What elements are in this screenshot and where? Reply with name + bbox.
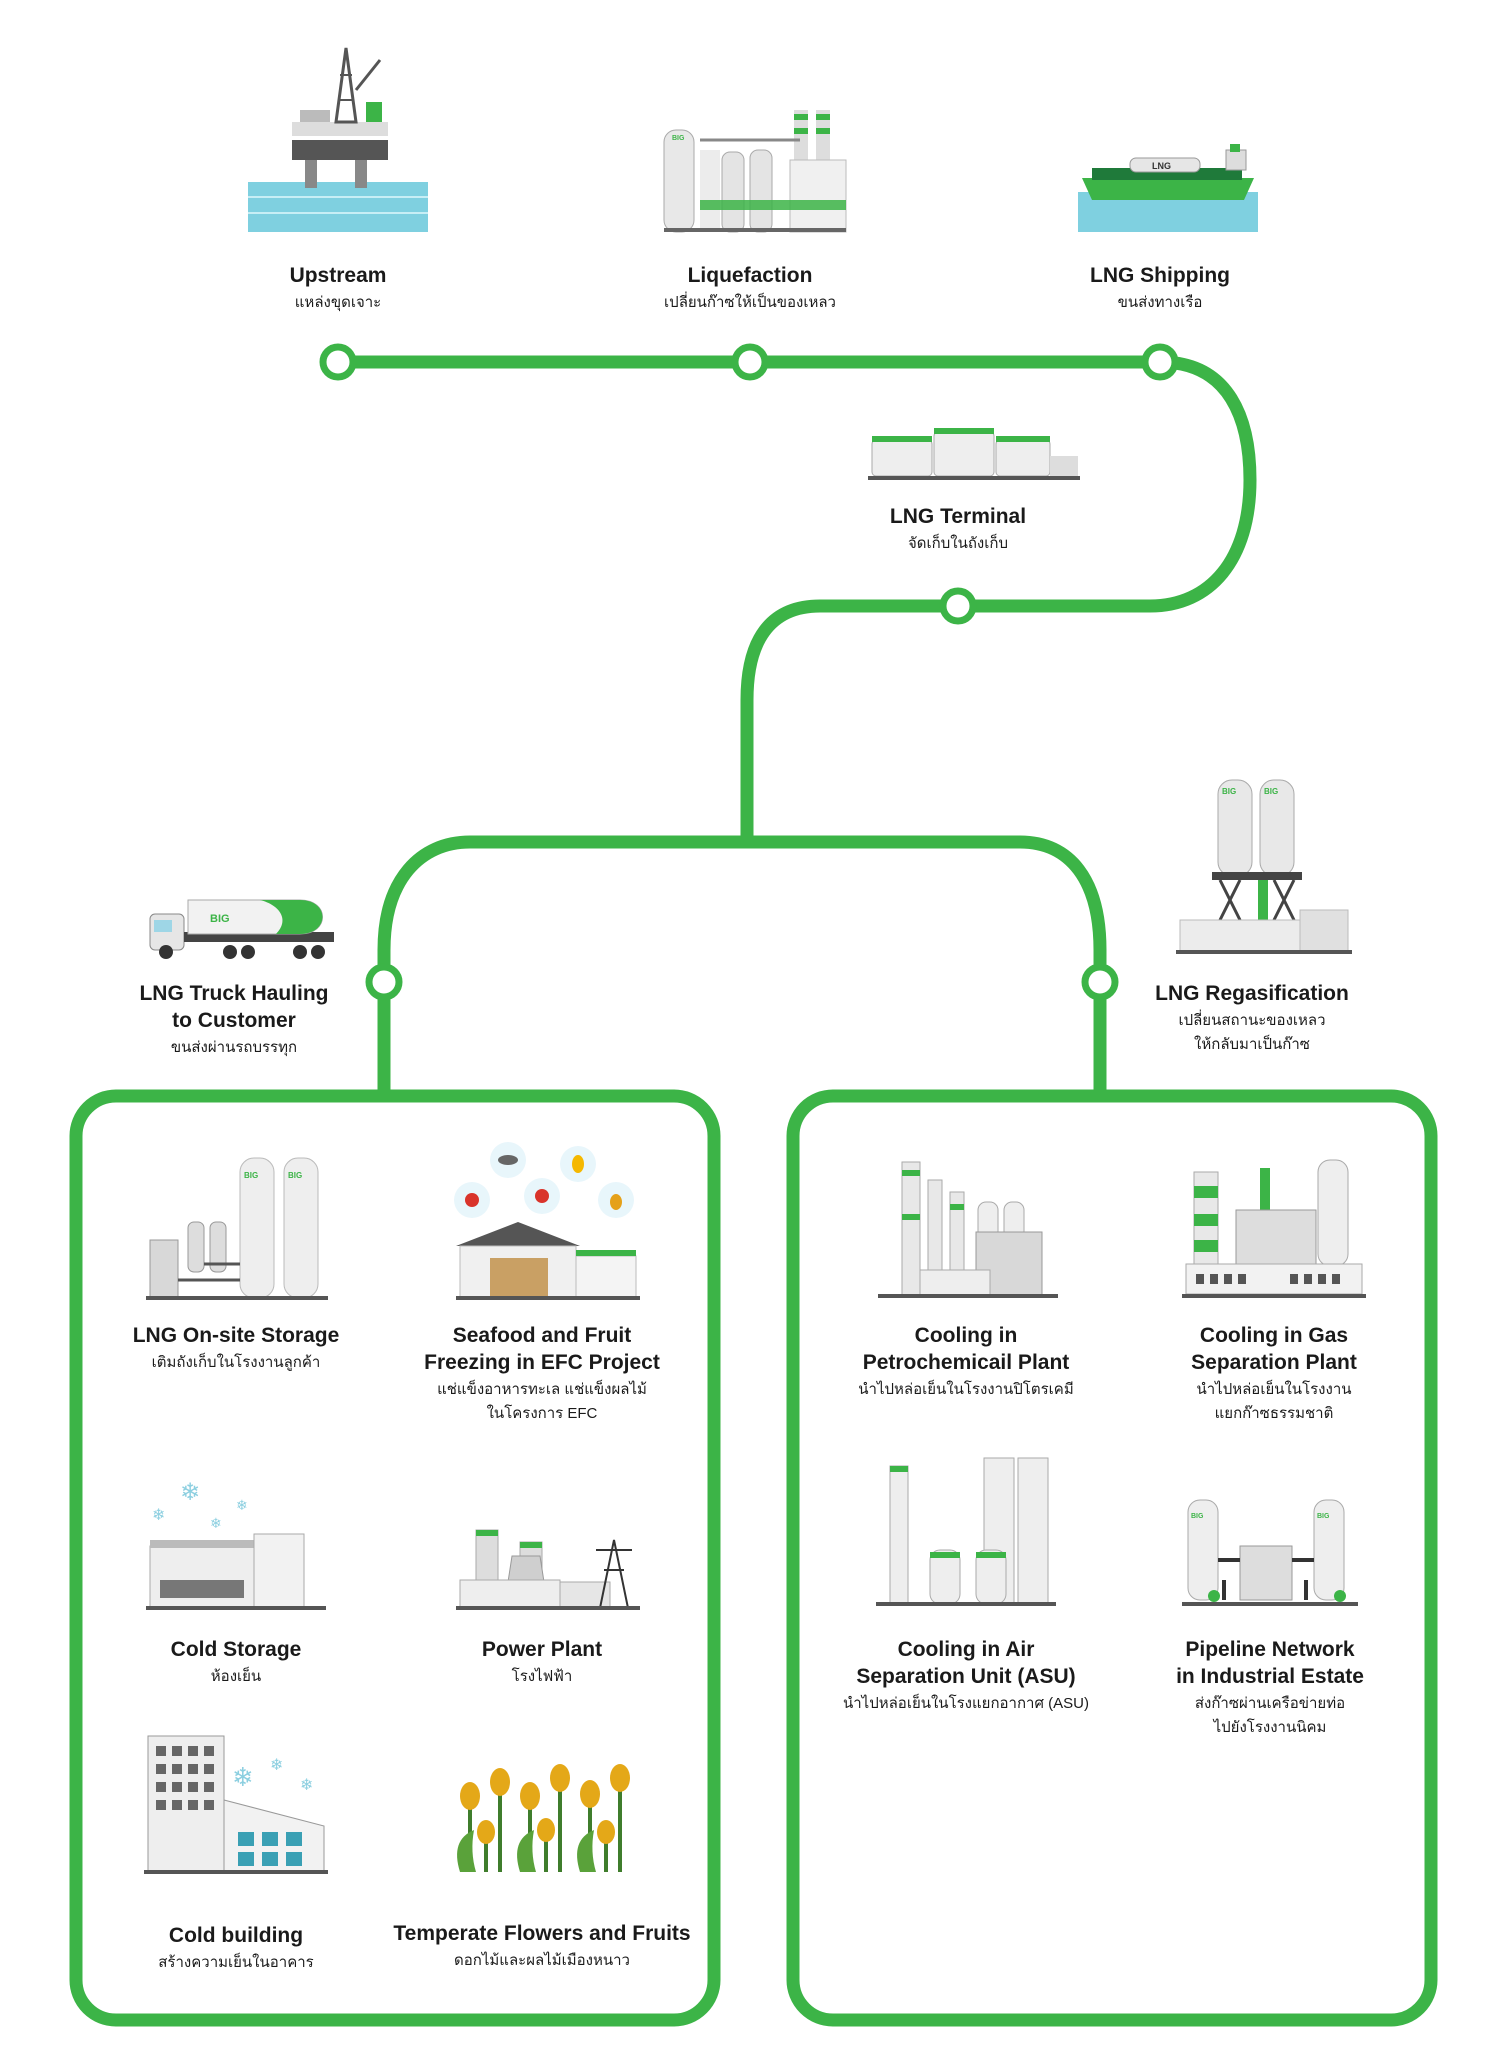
item-subtitle: นำไปหล่อเย็นในโรงงานปิโตรเคมี bbox=[858, 1381, 1074, 1398]
svg-text:BIG: BIG bbox=[672, 135, 685, 142]
node-subtitle: เปลี่ยนสถานะของเหลว ให้กลับมาเป็นก๊าซ bbox=[1178, 1012, 1326, 1053]
gas-separation-plant-icon bbox=[1182, 1159, 1366, 1298]
label-petrochemical: Cooling in Petrochemicail Plant นำไปหล่อ… bbox=[786, 1322, 1146, 1402]
node-subtitle: ขนส่งทางเรือ bbox=[1117, 294, 1203, 311]
item-title: Cooling in Air Separation Unit (ASU) bbox=[856, 1638, 1076, 1688]
svg-text:BIG: BIG bbox=[288, 1171, 302, 1180]
item-subtitle: โรงไฟฟ้า bbox=[511, 1668, 573, 1685]
node-lng-terminal bbox=[939, 587, 977, 625]
svg-text:BIG: BIG bbox=[1317, 1513, 1330, 1520]
cold-storage-icon: ❄ ❄ ❄ ❄ bbox=[146, 1478, 326, 1610]
svg-text:BIG: BIG bbox=[210, 913, 230, 925]
liquefaction-plant-icon: BIG bbox=[663, 110, 847, 233]
node-title: Liquefaction bbox=[687, 264, 813, 287]
lng-terminal-icon bbox=[868, 428, 1080, 480]
svg-text:BIG: BIG bbox=[1264, 787, 1278, 796]
label-asu: Cooling in Air Separation Unit (ASU) นำไ… bbox=[786, 1636, 1146, 1716]
node-title: LNG Terminal bbox=[889, 505, 1027, 528]
node-title: LNG Truck Hauling to Customer bbox=[139, 982, 329, 1032]
label-seafood-fruit: Seafood and Fruit Freezing in EFC Projec… bbox=[362, 1322, 722, 1426]
label-gas-separation: Cooling in Gas Separation Plant นำไปหล่อ… bbox=[1094, 1322, 1454, 1426]
flow-line-branch-right bbox=[747, 835, 1107, 1090]
air-separation-unit-icon bbox=[876, 1457, 1056, 1606]
item-title: Cooling in Gas Separation Plant bbox=[1191, 1324, 1357, 1374]
label-lng-regas: LNG Regasification เปลี่ยนสถานะของเหลว ใ… bbox=[1072, 980, 1432, 1057]
label-pipeline: Pipeline Network in Industrial Estate ส่… bbox=[1090, 1636, 1450, 1740]
svg-text:❄: ❄ bbox=[180, 1478, 200, 1506]
oil-rig-icon bbox=[248, 47, 428, 232]
end-use-box-left bbox=[69, 1089, 721, 2027]
power-plant-icon bbox=[456, 1529, 640, 1610]
item-title: Pipeline Network in Industrial Estate bbox=[1176, 1638, 1364, 1688]
svg-text:BIG: BIG bbox=[1222, 787, 1236, 796]
cold-building-icon: ❄ ❄ ❄ bbox=[144, 1735, 328, 1874]
svg-text:❄: ❄ bbox=[232, 1763, 254, 1793]
svg-text:❄: ❄ bbox=[300, 1775, 313, 1794]
item-title: Cold Storage bbox=[170, 1638, 302, 1661]
node-upstream bbox=[319, 343, 357, 381]
label-upstream: Upstream แหล่งขุดเจาะ bbox=[158, 262, 518, 315]
item-title: LNG On-site Storage bbox=[132, 1324, 340, 1347]
item-subtitle: ดอกไม้และผลไม้เมืองหนาว bbox=[454, 1952, 630, 1969]
regasification-plant-icon: BIG BIG bbox=[1176, 779, 1352, 954]
node-subtitle: แหล่งขุดเจาะ bbox=[294, 294, 382, 311]
node-title: Upstream bbox=[289, 264, 387, 287]
node-subtitle: จัดเก็บในถังเก็บ bbox=[908, 535, 1008, 552]
node-circles bbox=[319, 343, 1179, 1001]
svg-text:❄: ❄ bbox=[210, 1516, 222, 1532]
item-title: Power Plant bbox=[481, 1638, 603, 1661]
end-use-box-right bbox=[786, 1089, 1438, 2027]
svg-text:❄: ❄ bbox=[152, 1505, 165, 1524]
petrochemical-plant-icon bbox=[878, 1161, 1058, 1298]
node-lng-regas bbox=[1081, 963, 1119, 1001]
item-subtitle: นำไปหล่อเย็นในโรงแยกอากาศ (ASU) bbox=[842, 1695, 1089, 1712]
label-onsite-storage: LNG On-site Storage เติมถังเก็บในโรงงานล… bbox=[56, 1322, 416, 1375]
lng-ship-icon: LNG bbox=[1078, 144, 1258, 232]
flow-line-branch-left bbox=[377, 835, 747, 1090]
label-lng-shipping: LNG Shipping ขนส่งทางเรือ bbox=[980, 262, 1340, 315]
node-lng-truck bbox=[365, 963, 403, 1001]
item-subtitle: ส่งก๊าซผ่านเครือข่ายท่อ ไปยังโรงงานนิคม bbox=[1194, 1695, 1346, 1736]
label-lng-terminal: LNG Terminal จัดเก็บในถังเก็บ bbox=[778, 503, 1138, 556]
item-subtitle: นำไปหล่อเย็นในโรงงาน แยกก๊าซธรรมชาติ bbox=[1196, 1381, 1352, 1422]
node-lng-shipping bbox=[1141, 343, 1179, 381]
label-liquefaction: Liquefaction เปลี่ยนก๊าซให้เป็นของเหลว bbox=[570, 262, 930, 315]
node-subtitle: เปลี่ยนก๊าซให้เป็นของเหลว bbox=[664, 294, 836, 311]
node-title: LNG Shipping bbox=[1090, 264, 1230, 287]
label-cold-storage: Cold Storage ห้องเย็น bbox=[56, 1636, 416, 1689]
item-subtitle: สร้างความเย็นในอาคาร bbox=[158, 1954, 314, 1971]
item-title: Cold building bbox=[168, 1924, 304, 1947]
pipeline-network-icon: BIG BIG bbox=[1182, 1499, 1358, 1606]
svg-text:LNG: LNG bbox=[1152, 161, 1171, 171]
node-subtitle: ขนส่งผ่านรถบรรทุก bbox=[170, 1039, 298, 1056]
node-title: LNG Regasification bbox=[1155, 982, 1349, 1005]
tulips-icon bbox=[457, 1764, 630, 1872]
item-subtitle: เติมถังเก็บในโรงงานลูกค้า bbox=[151, 1354, 321, 1371]
item-title: Seafood and Fruit Freezing in EFC Projec… bbox=[424, 1324, 660, 1374]
svg-text:❄: ❄ bbox=[236, 1498, 248, 1514]
item-title: Cooling in Petrochemicail Plant bbox=[862, 1324, 1070, 1374]
svg-text:BIG: BIG bbox=[1191, 1513, 1204, 1520]
lng-truck-icon: BIG bbox=[149, 899, 334, 959]
svg-text:❄: ❄ bbox=[270, 1755, 283, 1774]
label-power-plant: Power Plant โรงไฟฟ้า bbox=[362, 1636, 722, 1689]
label-lng-truck: LNG Truck Hauling to Customer ขนส่งผ่านร… bbox=[54, 980, 414, 1060]
item-subtitle: แช่แข็งอาหารทะเล แช่แข็งผลไม้ ในโครงการ … bbox=[437, 1381, 647, 1422]
flow-line-top bbox=[338, 355, 1257, 842]
label-flowers-fruits: Temperate Flowers and Fruits ดอกไม้และผล… bbox=[362, 1920, 722, 1973]
freezing-warehouse-icon bbox=[454, 1142, 640, 1300]
svg-text:BIG: BIG bbox=[244, 1171, 258, 1180]
item-subtitle: ห้องเย็น bbox=[210, 1668, 262, 1685]
onsite-storage-icon: BIG BIG bbox=[146, 1157, 328, 1300]
node-liquefaction bbox=[731, 343, 769, 381]
item-title: Temperate Flowers and Fruits bbox=[393, 1922, 691, 1945]
label-cold-building: Cold building สร้างความเย็นในอาคาร bbox=[56, 1922, 416, 1975]
